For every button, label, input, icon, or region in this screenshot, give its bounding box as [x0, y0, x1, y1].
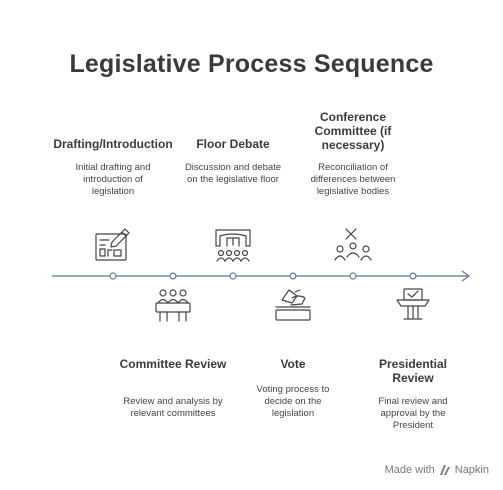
timeline-node-1 [109, 272, 117, 280]
footer-prefix: Made with [384, 464, 435, 476]
timeline-arrowhead [461, 270, 471, 282]
timeline-node-5 [349, 272, 357, 280]
step-title-committee: Committee Review [119, 357, 227, 371]
napkin-logo-icon [439, 465, 450, 475]
timeline-node-4 [289, 272, 297, 280]
made-with-napkin-footer: Made with Napkin [385, 464, 489, 476]
timeline-node-2 [169, 272, 177, 280]
conference-icon [334, 228, 372, 261]
step-desc-conference: Reconciliation of differences between le… [310, 162, 396, 197]
step-title-presidential: Presidential Review [378, 357, 448, 385]
timeline-node-3 [229, 272, 237, 280]
timeline-node-6 [409, 272, 417, 280]
step-title-conference: Conference Committee (if necessary) [314, 110, 392, 152]
committee-icon [155, 289, 191, 322]
page-title: Legislative Process Sequence [69, 50, 434, 78]
step-desc-presidential: Final review and approval by the Preside… [378, 396, 448, 431]
step-desc-vote: Voting process to decide on the legislat… [256, 384, 330, 419]
step-title-floor-debate: Floor Debate [196, 137, 270, 151]
presidential-review-icon [396, 288, 430, 320]
footer-brand: Napkin [454, 464, 489, 476]
floor-debate-icon [215, 229, 251, 262]
step-desc-floor-debate: Discussion and debate on the legislative… [184, 162, 282, 185]
document-drafting-icon [95, 228, 130, 261]
step-title-vote: Vote [280, 357, 306, 371]
vote-icon [275, 289, 311, 321]
step-title-drafting: Drafting/Introduction [53, 137, 173, 151]
step-desc-drafting: Initial drafting and introduction of leg… [75, 162, 151, 197]
step-desc-committee: Review and analysis by relevant committe… [123, 396, 223, 419]
